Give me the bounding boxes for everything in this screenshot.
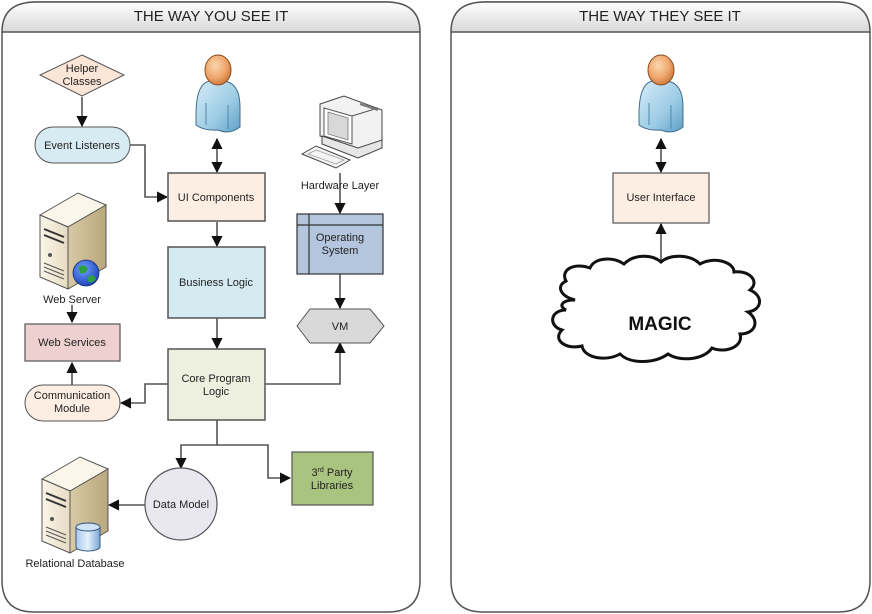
node-web-services[interactable]: Web Services: [24, 323, 121, 362]
operating-system-label-2: System: [322, 245, 359, 257]
node-third-party-libraries[interactable]: 3rd Party Libraries: [291, 451, 374, 506]
node-event-listeners[interactable]: Event Listeners: [34, 126, 131, 164]
third-party-superscript: rd: [318, 467, 324, 474]
edge-core-to-datamodel: [175, 420, 218, 470]
business-logic-label: Business Logic: [179, 277, 253, 289]
helper-classes-label-1: Helper: [66, 63, 99, 75]
vm-label: VM: [332, 321, 349, 333]
right-panel-title: THE WAY THEY SEE IT: [579, 8, 741, 25]
core-program-logic-label-1: Core Program: [181, 373, 250, 385]
relational-database-label: Relational Database: [25, 558, 124, 570]
node-vm[interactable]: VM: [296, 308, 385, 344]
edge-core-to-libraries: [217, 444, 292, 484]
communication-module-label-2: Module: [54, 403, 90, 415]
third-party-rest: Party: [324, 467, 353, 479]
node-data-model[interactable]: Data Model: [144, 467, 218, 541]
helper-classes-label-2: Classes: [62, 76, 102, 88]
left-panel-header: [1, 1, 421, 33]
node-magic-cloud[interactable]: MAGIC: [551, 254, 761, 363]
third-party-number: 3: [311, 467, 317, 479]
edge-core-to-vm: [265, 341, 346, 385]
user-icon: [638, 54, 684, 133]
hardware-layer-label: Hardware Layer: [301, 180, 380, 192]
node-business-logic[interactable]: Business Logic: [167, 246, 266, 319]
core-program-logic-label-2: Logic: [203, 386, 230, 398]
node-communication-module[interactable]: Communication Module: [24, 384, 121, 422]
node-user-interface[interactable]: User Interface: [612, 172, 710, 224]
node-ui-components[interactable]: UI Components: [167, 172, 266, 222]
edge-listeners-to-ui: [130, 144, 169, 203]
node-operating-system[interactable]: Operating System: [296, 213, 384, 275]
left-panel-title: THE WAY YOU SEE IT: [134, 8, 288, 25]
data-model-label: Data Model: [153, 499, 209, 511]
third-party-libraries-label-1: 3rd Party: [311, 467, 353, 479]
node-core-program-logic[interactable]: Core Program Logic: [167, 348, 266, 421]
node-helper-classes[interactable]: Helper Classes: [38, 54, 126, 97]
operating-system-label-1: Operating: [316, 232, 364, 244]
database-server-icon: [40, 456, 110, 554]
third-party-libraries-label-2: Libraries: [311, 480, 354, 492]
server-globe-icon: [38, 192, 108, 290]
web-services-label: Web Services: [38, 337, 106, 349]
event-listeners-label: Event Listeners: [44, 140, 120, 152]
right-panel-header: [450, 1, 871, 33]
magic-label: MAGIC: [628, 314, 692, 335]
communication-module-label-1: Communication: [34, 390, 110, 402]
edge-core-to-comm: [119, 383, 168, 409]
edges-left: [66, 97, 346, 511]
web-server-label: Web Server: [43, 294, 101, 306]
user-icon: [195, 54, 241, 133]
user-interface-label: User Interface: [626, 192, 695, 204]
ui-components-label: UI Components: [178, 192, 255, 204]
computer-icon: [300, 95, 383, 169]
